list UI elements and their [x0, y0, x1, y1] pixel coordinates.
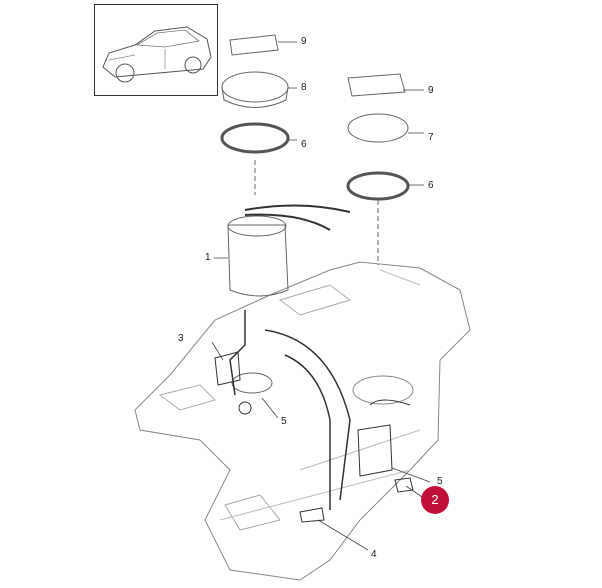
seal-6-left	[220, 122, 290, 154]
seal-6-right	[346, 171, 410, 201]
callout-7: 7	[428, 132, 434, 143]
lock-ring-9-right	[347, 73, 406, 97]
flange-7	[347, 113, 409, 143]
flange-8	[221, 71, 289, 103]
callout-1: 1	[205, 252, 211, 263]
fuel-tank	[134, 261, 471, 581]
callout-5-right: 5	[437, 476, 443, 487]
callout-4: 4	[371, 549, 377, 560]
callout-3: 3	[178, 333, 184, 344]
sender-unit-right	[357, 424, 393, 477]
callout-8: 8	[301, 82, 307, 93]
callout-9-left: 9	[301, 36, 307, 47]
lock-ring-9-left	[229, 34, 279, 56]
car-illustration	[102, 26, 212, 83]
callout-6-left: 6	[301, 139, 307, 150]
callout-9-right: 9	[428, 85, 434, 96]
callout-5-left: 5	[281, 416, 287, 427]
highlighted-callout-2[interactable]: 2	[421, 486, 449, 514]
sender-3	[214, 351, 241, 386]
callout-6-right: 6	[428, 180, 434, 191]
fuel-pump-module-1	[227, 224, 289, 297]
vehicle-thumbnail	[94, 4, 218, 96]
